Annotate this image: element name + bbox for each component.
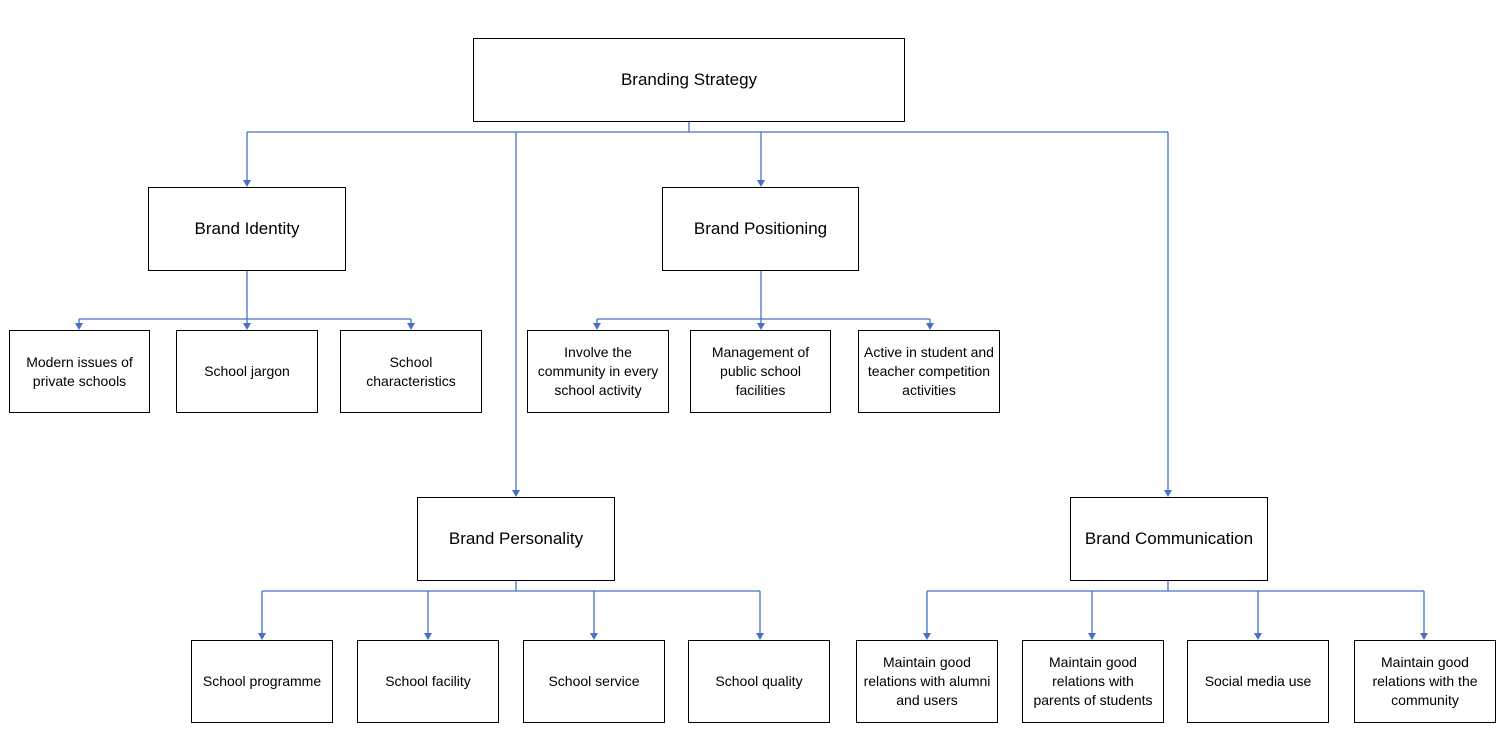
leaf-school-programme: School programme	[191, 640, 333, 723]
leaf-label: Active in student and teacher competitio…	[864, 344, 994, 398]
leaf-relations-parents: Maintain good relations with parents of …	[1022, 640, 1164, 723]
leaf-relations-alumni: Maintain good relations with alumni and …	[856, 640, 998, 723]
leaf-modern-issues: Modern issues of private schools	[9, 330, 150, 413]
leaf-label: School quality	[715, 673, 803, 689]
leaf-school-quality: School quality	[688, 640, 830, 723]
root-node-branding-strategy: Branding Strategy	[473, 38, 905, 122]
leaf-label: Maintain good relations with parents of …	[1033, 654, 1153, 708]
leaf-label: School facility	[385, 673, 471, 689]
leaf-label: School characteristics	[366, 353, 456, 389]
leaf-management-facilities: Management of public school facilities	[690, 330, 831, 413]
leaf-relations-community: Maintain good relations with the communi…	[1354, 640, 1496, 723]
root-node-label: Branding Strategy	[620, 70, 758, 89]
leaf-label: Management of public school facilities	[711, 344, 810, 398]
leaf-school-facility: School facility	[357, 640, 499, 723]
node-label: Brand Communication	[1084, 529, 1254, 548]
node-label: Brand Identity	[194, 219, 300, 238]
leaf-active-competition: Active in student and teacher competitio…	[858, 330, 1000, 413]
leaf-label: Social media use	[1204, 673, 1312, 689]
leaf-label: School programme	[202, 673, 322, 689]
leaf-label: School service	[548, 673, 640, 689]
leaf-label: Modern issues of private schools	[26, 353, 133, 389]
node-brand-communication: Brand Communication	[1070, 497, 1268, 581]
node-label: Brand Positioning	[693, 219, 828, 238]
leaf-label: School jargon	[204, 363, 290, 379]
node-brand-identity: Brand Identity	[148, 187, 346, 271]
leaf-school-jargon: School jargon	[176, 330, 318, 413]
leaf-label: Involve the community in every school ac…	[537, 344, 659, 398]
node-brand-positioning: Brand Positioning	[662, 187, 859, 271]
leaf-label: Maintain good relations with the communi…	[1372, 654, 1478, 708]
leaf-label: Maintain good relations with alumni and …	[863, 654, 991, 708]
node-label: Brand Personality	[448, 529, 584, 548]
leaf-social-media: Social media use	[1187, 640, 1329, 723]
node-brand-personality: Brand Personality	[417, 497, 615, 581]
leaf-involve-community: Involve the community in every school ac…	[527, 330, 669, 413]
leaf-school-service: School service	[523, 640, 665, 723]
leaf-school-characteristics: School characteristics	[340, 330, 482, 413]
